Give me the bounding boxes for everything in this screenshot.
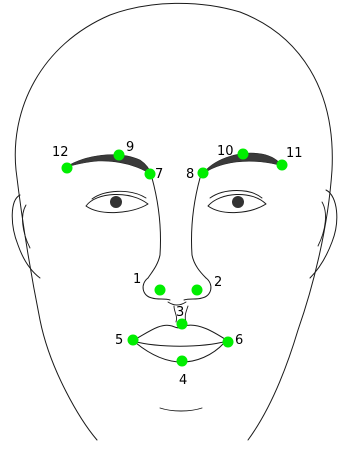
left-eye (85, 193, 149, 214)
landmark-point-3 (176, 318, 188, 330)
landmark-label-2: 2 (214, 275, 222, 290)
chin-line (159, 407, 203, 412)
right-ear-inner (317, 201, 326, 247)
landmark-point-9 (113, 149, 125, 161)
landmark-point-7 (144, 168, 156, 180)
landmark-point-8 (197, 167, 209, 179)
left-eye-lid (91, 190, 147, 200)
head-outline (14, 2, 333, 441)
landmark-point-12 (61, 162, 73, 174)
landmark-label-12: 12 (52, 145, 69, 160)
right-eye (207, 193, 267, 214)
nose-bridge-left (147, 177, 161, 279)
landmark-point-10 (237, 148, 249, 160)
left-eye-iris (110, 196, 122, 208)
landmark-point-5 (127, 334, 139, 346)
landmark-label-3: 3 (176, 305, 184, 320)
landmark-point-1 (154, 284, 166, 296)
landmark-label-7: 7 (155, 167, 163, 182)
landmark-label-6: 6 (235, 333, 243, 348)
landmark-label-11: 11 (286, 146, 303, 161)
left-ear-inner (22, 204, 31, 249)
landmark-point-4 (176, 355, 188, 367)
landmark-label-5: 5 (115, 333, 123, 348)
left-ear (11, 194, 41, 279)
landmark-point-11 (276, 159, 288, 171)
landmark-points (61, 148, 288, 367)
right-eye-iris (232, 196, 244, 208)
nose-tip (167, 301, 187, 306)
left-nostril (142, 277, 171, 301)
right-nostril (183, 277, 212, 301)
landmark-label-4: 4 (179, 373, 187, 388)
lip-line (131, 340, 229, 347)
nose-bridge-right (191, 177, 207, 279)
right-eye-lid (209, 190, 263, 199)
landmark-label-10: 10 (217, 144, 234, 159)
landmark-label-1: 1 (133, 272, 141, 287)
right-ear (309, 189, 338, 279)
landmark-label-8: 8 (186, 167, 194, 182)
left-eyebrow (65, 154, 153, 176)
landmark-label-9: 9 (126, 140, 134, 155)
landmark-point-2 (191, 284, 203, 296)
landmark-point-6 (222, 336, 234, 348)
